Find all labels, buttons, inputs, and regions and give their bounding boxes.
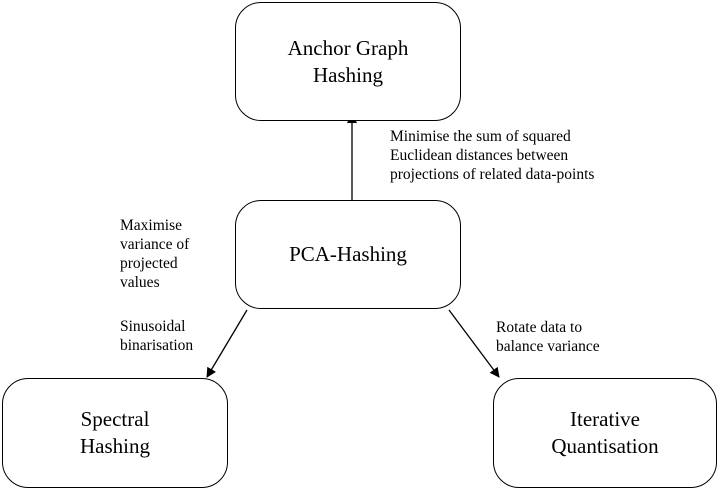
edge-label-sinusoidal-binarisation: Sinusoidal binarisation [120,318,194,354]
edge-pca-to-spectral [206,309,248,378]
node-spectral-hashing: Spectral Hashing [2,378,228,488]
edge-label-minimise-distances: Minimise the sum of squared Euclidean di… [390,128,595,183]
edge-label-rotate-data: Rotate data to balance variance [496,319,600,355]
node-pca-hashing: PCA-Hashing [235,200,461,309]
node-anchor-graph-hashing-label: Anchor Graph Hashing [287,35,409,87]
node-pca-hashing-label: PCA-Hashing [289,242,407,266]
edge-label-maximise-variance: Maximise variance of projected values [120,217,190,291]
node-spectral-hashing-label: Spectral Hashing [80,407,150,458]
node-anchor-graph-hashing: Anchor Graph Hashing [235,2,461,121]
node-iterative-quantisation: Iterative Quantisation [493,378,717,488]
node-iterative-quantisation-label: Iterative Quantisation [551,407,659,458]
edge-pca-to-iterative [448,309,500,378]
